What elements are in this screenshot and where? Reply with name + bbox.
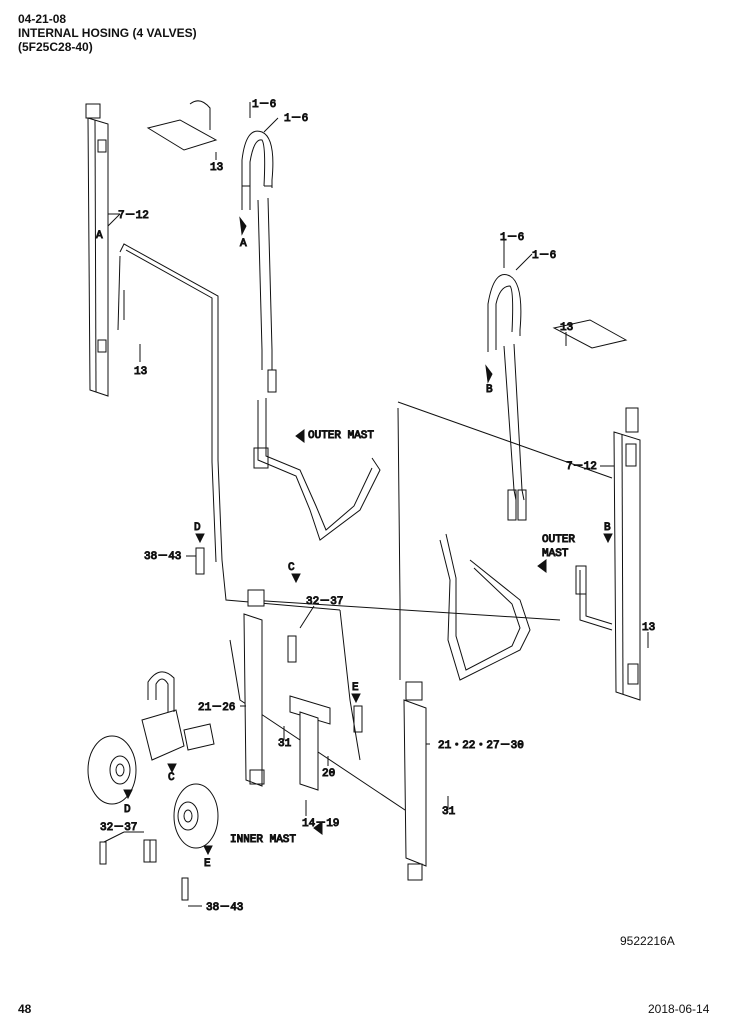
callout-32-37: 32－37 [100, 822, 137, 834]
callout-14-19: 14－19 [302, 818, 339, 830]
page-title: INTERNAL HOSING (4 VALVES) [18, 26, 197, 40]
marker-a: A [96, 230, 103, 242]
marker-d: D [124, 804, 131, 816]
hose-reel-right [173, 783, 219, 849]
leader-lines [103, 102, 649, 907]
callout-1-6: 1－6 [284, 113, 308, 125]
callout-38-43: 38－43 [144, 551, 181, 563]
callout-labels: 1－6 1－6 13 7－12 13 1－6 1－6 13 7－12 13 38… [100, 99, 656, 915]
note-outer-mast: OUTER [542, 534, 575, 546]
marker-e: E [204, 858, 211, 870]
right-rail-hose [575, 565, 613, 631]
callout-13: 13 [210, 162, 223, 174]
arrow-markers [123, 429, 613, 856]
model-code: (5F25C28-40) [18, 40, 93, 54]
lower-fittings [99, 547, 363, 901]
callout-21-30: 21・22・27－30 [438, 740, 524, 752]
note-outer-mast: MAST [542, 548, 569, 560]
marker-c: C [168, 772, 175, 784]
callout-21-26: 21－26 [198, 702, 235, 714]
callout-31: 31 [442, 806, 456, 818]
callout-13: 13 [642, 622, 655, 634]
marker-b: B [604, 522, 611, 534]
valve-block [141, 671, 215, 761]
hose-assembly-right [439, 489, 531, 681]
inner-mast-bracket-right [403, 681, 427, 881]
hose-reel-left [87, 735, 137, 805]
callout-31: 31 [278, 738, 292, 750]
hose-loop-a [239, 130, 274, 370]
figure-id: 9522216A [620, 934, 675, 948]
callout-38-43: 38－43 [206, 902, 243, 914]
notes: OUTER MAST OUTER MAST INNER MAST [230, 430, 576, 847]
page-number: 48 [18, 1002, 32, 1016]
left-outer-mast-rail [85, 103, 121, 397]
callout-1-6: 1－6 [532, 250, 556, 262]
callout-20: 20 [322, 768, 335, 780]
marker-d: D [194, 522, 201, 534]
callout-7-12: 7－12 [118, 210, 149, 222]
callout-1-6: 1－6 [252, 99, 276, 111]
callout-7-12: 7－12 [566, 461, 597, 473]
inner-mast-plate [289, 695, 331, 791]
callout-1-6: 1－6 [500, 232, 524, 244]
note-outer-mast: OUTER MAST [308, 430, 374, 442]
marker-a: A [240, 238, 247, 250]
right-outer-mast-rail [613, 407, 641, 701]
left-tubes [117, 243, 341, 611]
top-bracket [146, 100, 628, 349]
marker-letters: A A B B C C D D E E [96, 230, 612, 871]
hose-assembly-outer-mast [253, 369, 381, 541]
inner-mast-bracket-left [243, 589, 265, 787]
callout-13: 13 [134, 366, 147, 378]
marker-e: E [352, 682, 359, 694]
marker-c: C [288, 562, 295, 574]
callout-32-37: 32－37 [306, 596, 343, 608]
callout-13: 13 [560, 322, 573, 334]
center-frame [229, 401, 613, 821]
section-code: 04-21-08 [18, 12, 67, 26]
footer-date: 2018-06-14 [648, 1002, 710, 1016]
marker-b: B [486, 384, 493, 396]
note-inner-mast: INNER MAST [230, 834, 296, 846]
